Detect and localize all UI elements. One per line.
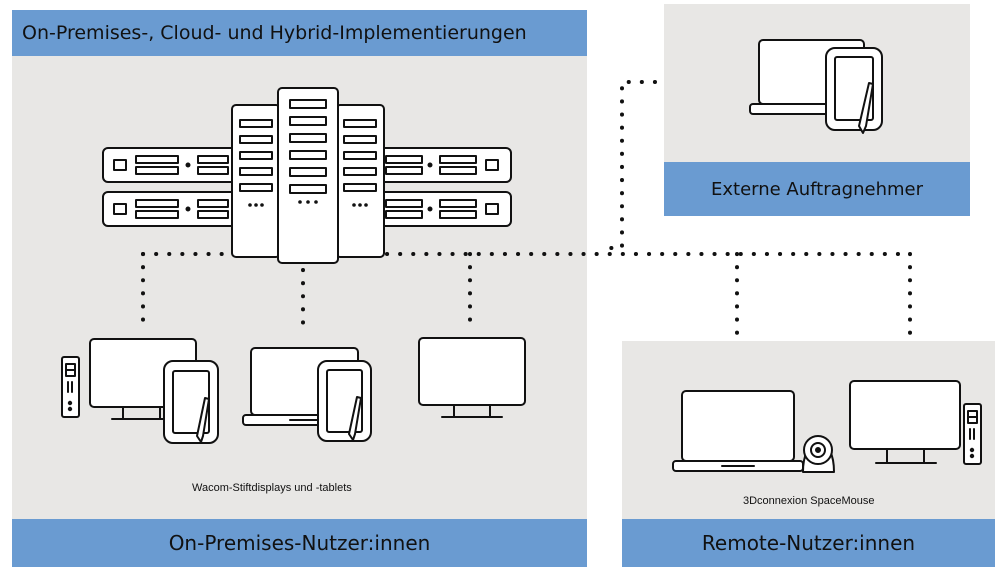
title-text: On-Premises-, Cloud- und Hybrid-Implemen… (22, 22, 527, 44)
external-contractors-label: Externe Auftragnehmer (664, 162, 970, 216)
pen-icon (196, 397, 210, 443)
remote-label-text: Remote-Nutzer:innen (701, 531, 916, 555)
onprem-label-text: On-Premises-Nutzer:innen (168, 531, 431, 555)
tower-pc-icon (963, 403, 982, 465)
spacemouse-caption: 3Dconnexion SpaceMouse (743, 495, 875, 507)
external-label-text: Externe Auftragnehmer (710, 178, 923, 200)
pen-icon (858, 82, 874, 134)
monitor-icon (849, 380, 961, 464)
spacemouse-icon (802, 435, 835, 473)
external-device-icon (749, 39, 883, 134)
onprem-users-label: On-Premises-Nutzer:innen (12, 519, 587, 567)
remote-devices (672, 380, 982, 473)
tower-pc-icon (61, 356, 80, 418)
connection-external (598, 80, 657, 250)
connection-lines (141, 80, 912, 336)
monitor-icon (418, 337, 526, 418)
remote-users-label: Remote-Nutzer:innen (622, 519, 995, 567)
server-rack-icon (102, 87, 512, 264)
workstation-icon (61, 338, 219, 444)
pen-displays-caption: Wacom-Stiftdisplays und -tablets (192, 482, 352, 494)
pen-tablet-icon (317, 360, 372, 442)
laptop-icon (672, 390, 804, 472)
page-title: On-Premises-, Cloud- und Hybrid-Implemen… (12, 10, 587, 56)
pen-icon (348, 396, 362, 441)
laptop-icon (242, 347, 372, 442)
